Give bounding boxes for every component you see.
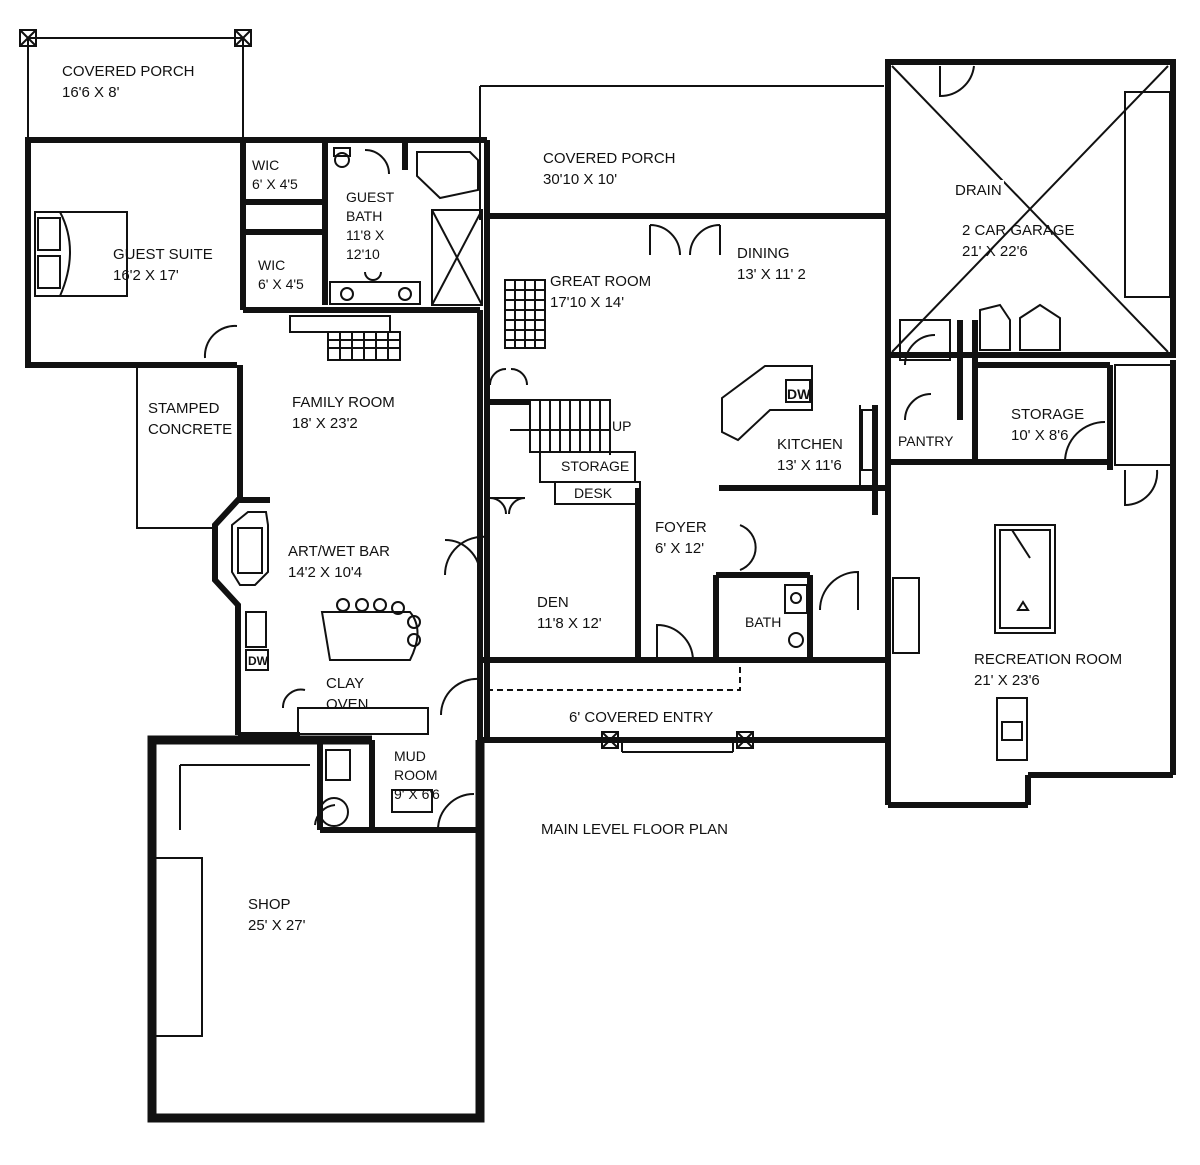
garage-walls <box>885 59 1176 358</box>
covered-porch-left-label: COVERED PORCH 16'6 X 8' <box>62 61 195 103</box>
guest-suite-label: GUEST SUITE 16'2 X 17' <box>113 244 213 286</box>
garage-name: 2 CAR GARAGE <box>962 222 1075 239</box>
great-room-name: GREAT ROOM <box>550 273 652 290</box>
guest-suite-walls <box>25 137 490 368</box>
recreation-wing-details <box>819 334 1174 761</box>
covered-porch-top-outline <box>479 85 884 220</box>
entry-post-markers <box>601 731 754 753</box>
mud-room-line2: ROOM <box>394 767 438 783</box>
recreation-room-name: RECREATION ROOM <box>974 651 1123 668</box>
guest-bath-name-1: GUEST <box>346 189 395 205</box>
covered-porch-left-name: COVERED PORCH <box>62 63 195 80</box>
stamped-concrete-line1: STAMPED <box>148 400 220 417</box>
family-room-walls <box>212 310 483 740</box>
den-size: 11'8 X 12' <box>537 615 602 632</box>
art-wet-bar-label: ART/WET BAR 14'2 X 10'4 <box>288 541 390 583</box>
pantry-label: PANTRY <box>898 433 954 449</box>
covered-porch-top-size: 30'10 X 10' <box>543 171 618 188</box>
clay-oven-label: CLAY OVEN <box>326 673 369 715</box>
clay-oven-line2: OVEN <box>326 696 369 713</box>
garage-drain-label: DRAIN <box>953 180 1004 201</box>
dining-name: DINING <box>737 245 790 262</box>
wet-bar-dw-label: DW <box>248 654 268 668</box>
covered-porch-left-outline <box>27 37 244 140</box>
family-room-details <box>136 315 481 735</box>
art-wet-bar-size: 14'2 X 10'4 <box>288 564 363 581</box>
guest-bath-name-2: BATH <box>346 208 383 224</box>
guest-bath-size-2: 12'10 <box>346 246 380 262</box>
garage-size: 21' X 22'6 <box>962 243 1028 260</box>
recreation-wing-walls <box>885 320 1176 808</box>
recreation-room-size: 21' X 23'6 <box>974 672 1040 689</box>
storage-stair-label: STORAGE <box>561 458 630 474</box>
recreation-room-label: RECREATION ROOM 21' X 23'6 <box>974 649 1122 691</box>
family-room-label: FAMILY ROOM 18' X 23'2 <box>292 392 395 434</box>
foyer-label: FOYER 6' X 12' <box>655 517 707 559</box>
stamped-concrete-line2: CONCRETE <box>148 421 233 438</box>
kitchen-dw-label: DW <box>787 386 811 402</box>
mud-room-line1: MUD <box>394 748 426 764</box>
guest-bath-size-1: 11'8 X <box>346 227 385 243</box>
den-name: DEN <box>537 594 569 611</box>
foyer-name: FOYER <box>655 519 707 536</box>
storage-right-label: STORAGE 10' X 8'6 <box>1011 404 1084 446</box>
family-room-name: FAMILY ROOM <box>292 394 395 411</box>
guest-suite-size: 16'2 X 17' <box>113 267 179 284</box>
mud-room-label: MUD ROOM 9' X 6'6 <box>394 747 440 804</box>
clay-oven-line1: CLAY <box>326 675 365 692</box>
wic-upper-label: WIC 6' X 4'5 <box>252 156 298 194</box>
stair-up-label: UP <box>612 418 632 434</box>
shop-walls <box>147 735 485 1123</box>
kitchen-name: KITCHEN <box>777 436 843 453</box>
guest-suite-fixtures <box>34 147 483 359</box>
family-room-size: 18' X 23'2 <box>292 415 358 432</box>
desk-label: DESK <box>574 485 613 501</box>
foyer-size: 6' X 12' <box>655 540 705 557</box>
kitchen-size: 13' X 11'6 <box>777 457 842 474</box>
guest-bath-label: GUEST BATH 11'8 X 12'10 <box>346 188 394 264</box>
great-room-size: 17'10 X 14' <box>550 294 625 311</box>
covered-entry-label: 6' COVERED ENTRY <box>569 709 714 726</box>
wic-lower-name: WIC <box>258 257 286 273</box>
covered-porch-top-label: COVERED PORCH 30'10 X 10' <box>543 148 676 190</box>
shop-size: 25' X 27' <box>248 917 306 934</box>
wic-upper-size: 6' X 4'5 <box>252 176 298 192</box>
shop-label: SHOP 25' X 27' <box>248 894 305 936</box>
stamped-concrete-label: STAMPED CONCRETE <box>148 398 232 440</box>
storage-right-name: STORAGE <box>1011 406 1085 423</box>
main-house-details <box>443 224 877 691</box>
great-room-label: GREAT ROOM 17'10 X 14' <box>550 271 651 313</box>
covered-porch-top-name: COVERED PORCH <box>543 150 676 167</box>
art-wet-bar-name: ART/WET BAR <box>288 543 390 560</box>
guest-suite-name: GUEST SUITE <box>113 246 213 263</box>
porch-post-markers <box>19 29 252 47</box>
garage-label: 2 CAR GARAGE 21' X 22'6 <box>962 220 1075 262</box>
shop-name: SHOP <box>248 896 291 913</box>
wic-lower-label: WIC 6' X 4'5 <box>258 256 304 294</box>
plan-title: MAIN LEVEL FLOOR PLAN <box>541 821 729 838</box>
storage-right-size: 10' X 8'6 <box>1011 427 1069 444</box>
den-label: DEN 11'8 X 12' <box>537 592 602 634</box>
kitchen-label: KITCHEN 13' X 11'6 <box>777 434 843 476</box>
covered-porch-left-size: 16'6 X 8' <box>62 84 120 101</box>
garage-details <box>891 65 1171 361</box>
dining-size: 13' X 11' 2 <box>737 266 806 283</box>
wic-lower-size: 6' X 4'5 <box>258 276 304 292</box>
mud-room-size: 9' X 6'6 <box>394 786 440 802</box>
main-house-walls <box>480 213 890 743</box>
dining-label: DINING 13' X 11' 2 <box>737 243 806 285</box>
bath-label: BATH <box>745 614 782 630</box>
wic-upper-name: WIC <box>252 157 280 173</box>
shop-details <box>151 749 475 1037</box>
